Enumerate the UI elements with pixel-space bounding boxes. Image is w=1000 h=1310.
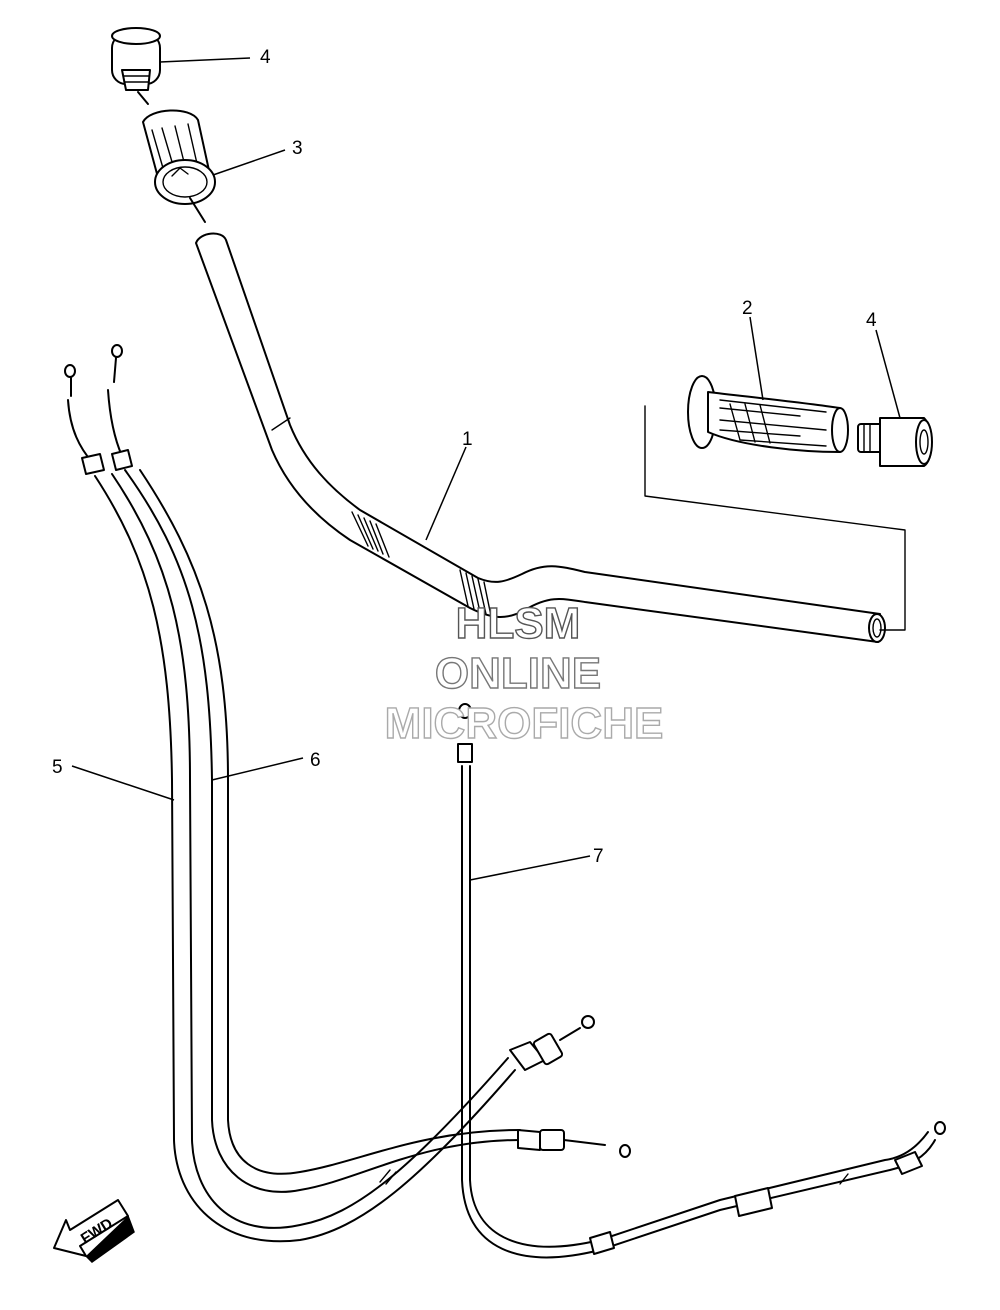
grip-end-right[interactable] — [857, 417, 933, 467]
grip-right[interactable] — [687, 375, 849, 453]
throttle-grip-left[interactable] — [142, 109, 216, 223]
callout-3: 3 — [292, 138, 303, 159]
handlebar[interactable] — [195, 232, 886, 643]
watermark-line3: MICROFICHE — [385, 699, 664, 748]
clutch-cable-7[interactable] — [457, 703, 946, 1259]
watermark-line1: HLSM — [456, 599, 581, 648]
handlebar-knurl-right — [459, 569, 492, 617]
callout-7: 7 — [593, 846, 604, 867]
watermark-line2: ONLINE — [435, 649, 601, 698]
handlebar-knurl-left — [351, 511, 390, 558]
callout-4-right: 4 — [866, 310, 877, 331]
throttle-cable-5[interactable] — [64, 364, 595, 1243]
fwd-arrow-icon: FWD — [53, 1199, 135, 1263]
callout-1: 1 — [462, 429, 473, 450]
leader-lines — [71, 57, 901, 881]
callout-6: 6 — [310, 750, 321, 771]
throttle-cable-6[interactable] — [107, 344, 631, 1193]
callout-2: 2 — [742, 298, 753, 319]
callout-5: 5 — [52, 757, 63, 778]
grip-end-left[interactable] — [111, 27, 161, 105]
callout-4-left: 4 — [260, 47, 271, 68]
